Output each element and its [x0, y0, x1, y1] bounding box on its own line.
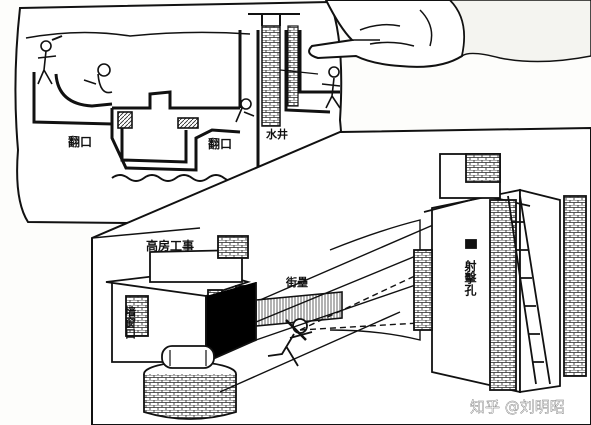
left-house [105, 235, 257, 364]
pointing-hand [308, 0, 591, 68]
street-scene-sheet: 高房工事 墙窗口 街壘 [91, 126, 591, 425]
label-qiangkou: 墙窗口 [124, 305, 137, 340]
label-fankou-left: 翻口 [68, 134, 92, 149]
right-building [413, 153, 587, 394]
well-shaft [261, 25, 281, 127]
well-windlass [143, 345, 237, 420]
label-shuijing: 水井 [266, 127, 288, 141]
watermark-text: 知乎 @刘明昭 [470, 398, 565, 416]
label-gaofang: 高房工事 [146, 238, 194, 253]
label-fankou-right: 翻口 [208, 136, 232, 151]
digging-figures [37, 35, 341, 129]
label-shejikong: 射擊孔 [463, 259, 477, 297]
label-jieleng: 街壘 [285, 275, 308, 289]
